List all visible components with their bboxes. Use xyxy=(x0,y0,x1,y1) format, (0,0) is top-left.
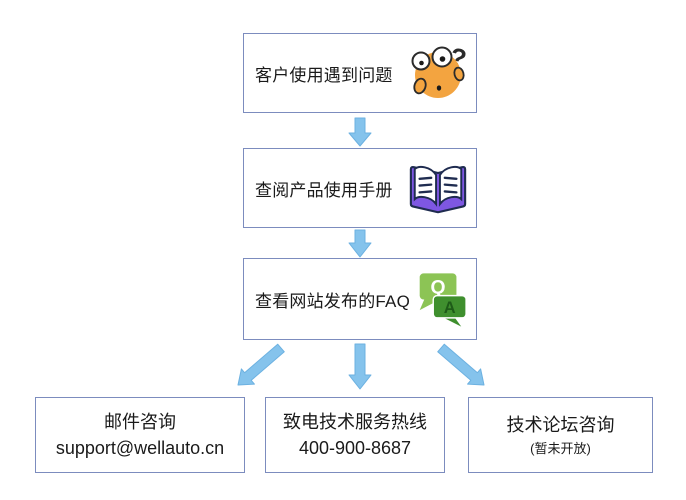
qa-bubbles-icon: Q A xyxy=(411,271,469,328)
channel-title: 邮件咨询 xyxy=(104,412,176,432)
channel-phone-number: 400-900-8687 xyxy=(298,438,412,458)
svg-text:A: A xyxy=(444,299,456,317)
channel-box-forum: 技术论坛咨询 (暂未开放) xyxy=(468,397,653,473)
arrow-down-1 xyxy=(348,117,372,147)
confused-face-icon: ? xyxy=(411,44,469,102)
flow-node-manual: 查阅产品使用手册 xyxy=(243,148,477,228)
channel-title: 致电技术服务热线 xyxy=(283,412,427,432)
channel-box-hotline: 致电技术服务热线 400-900-8687 xyxy=(265,397,445,473)
arrow-fan-right xyxy=(437,343,485,386)
channel-email-address: support@wellauto.cn xyxy=(55,438,225,458)
arrow-down-2 xyxy=(348,229,372,258)
arrow-fan-center xyxy=(348,343,372,390)
flow-node-label: 查阅产品使用手册 xyxy=(255,180,393,200)
channel-forum-note: (暂未开放) xyxy=(530,440,591,456)
open-book-icon xyxy=(407,160,469,217)
arrow-fan-left xyxy=(237,343,285,386)
flow-node-faq: 查看网站发布的FAQ Q A xyxy=(243,258,477,340)
flow-node-problem: 客户使用遇到问题 ? xyxy=(243,33,477,113)
svg-text:Q: Q xyxy=(431,277,446,298)
flow-node-label: 客户使用遇到问题 xyxy=(255,65,393,85)
flow-node-label: 查看网站发布的FAQ xyxy=(255,291,411,311)
channel-box-email: 邮件咨询 support@wellauto.cn xyxy=(35,397,245,473)
channel-title: 技术论坛咨询 xyxy=(506,414,615,435)
